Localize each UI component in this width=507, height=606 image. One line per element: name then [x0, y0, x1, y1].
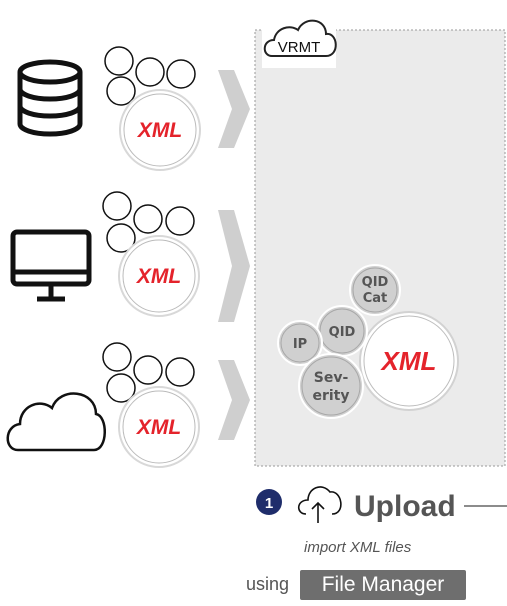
- qid-cat-bubble: QID Cat: [349, 264, 401, 316]
- database-icon: [17, 59, 83, 137]
- source-1-xml-bubble: XML: [119, 89, 201, 171]
- step-number-badge: 1: [256, 489, 282, 515]
- source-1-small-circles: [104, 46, 196, 106]
- vrmt-cloud-label: VRMT: [278, 39, 321, 56]
- severity-label-line2: erity: [312, 388, 349, 404]
- cloud-icon: [6, 392, 106, 452]
- file-manager-button-label: File Manager: [321, 573, 445, 596]
- vrmt-xml-bubble: XML: [359, 311, 459, 411]
- upload-title: Upload: [354, 490, 456, 523]
- qid-cat-label-line2: Cat: [363, 291, 388, 306]
- flow-arrow-1: [218, 70, 250, 148]
- source-3-small-circles: [102, 342, 195, 403]
- using-label: using: [246, 574, 289, 594]
- qid-label: QID: [329, 325, 356, 340]
- source-2-small-circles: [102, 191, 195, 253]
- source-2-xml-label: XML: [136, 265, 181, 288]
- vrmt-cloud-icon: [263, 19, 337, 57]
- file-manager-button[interactable]: File Manager: [300, 570, 466, 600]
- upload-subtitle: import XML files: [304, 539, 412, 556]
- qid-bubble: QID: [316, 305, 368, 357]
- flow-arrow-2: [218, 210, 250, 322]
- source-1-xml-label: XML: [137, 119, 182, 142]
- qid-cat-label-line1: QID: [362, 275, 389, 290]
- ip-label: IP: [293, 337, 307, 352]
- upload-cloud-icon: [297, 486, 342, 523]
- flow-arrow-3: [218, 360, 250, 440]
- ip-bubble: IP: [277, 320, 323, 366]
- source-3-xml-bubble: XML: [118, 386, 200, 468]
- step-number: 1: [265, 495, 273, 512]
- severity-label-line1: Sev-: [314, 370, 349, 386]
- source-3-xml-label: XML: [136, 416, 181, 439]
- desktop-monitor-icon: [10, 229, 92, 302]
- severity-bubble: Sev- erity: [298, 353, 364, 419]
- vrmt-xml-label: XML: [380, 346, 437, 376]
- source-2-xml-bubble: XML: [118, 235, 200, 317]
